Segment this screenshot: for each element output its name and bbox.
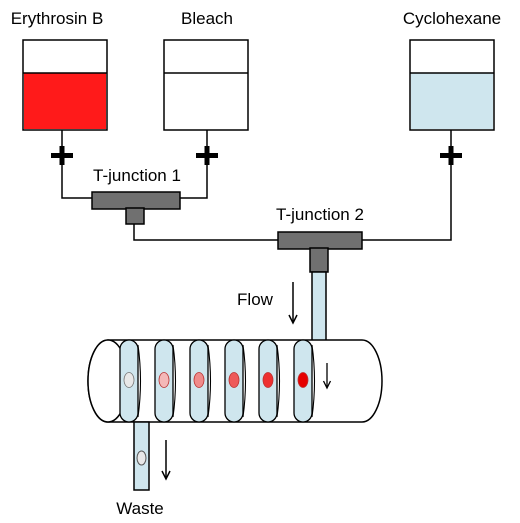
coil-tube-edge (311, 344, 316, 418)
reservoir-fill (165, 73, 247, 129)
coil-loop (293, 339, 316, 423)
line-tj1-to-tj2 (133, 210, 278, 241)
t-junction-2 (277, 231, 363, 273)
coil-loop (224, 339, 247, 423)
coil-loop (189, 339, 212, 423)
coil-loop (258, 339, 281, 423)
t-junction-stem (309, 247, 329, 273)
t-junction-2-label: T-junction 2 (276, 205, 364, 224)
droplet (123, 372, 135, 388)
line-cyclohexane-to-tj2 (362, 130, 452, 241)
inlet-tube (311, 271, 327, 343)
coil-loop (154, 339, 177, 423)
reservoir-fill (411, 73, 493, 129)
valve-icon (51, 146, 73, 165)
reservoir-label-erythrosin: Erythrosin B (11, 9, 104, 28)
coil-loop (119, 339, 142, 423)
coil-loops (119, 339, 316, 423)
reservoir-cyclohexane (409, 39, 495, 131)
waste-droplet (136, 450, 147, 466)
coil-tube-edge (207, 344, 212, 418)
coil-flow-arrow-icon (322, 363, 332, 390)
valve-icon (196, 146, 218, 165)
droplet (193, 372, 205, 388)
waste-arrow-icon (161, 440, 171, 481)
line-bleach-to-tj1 (180, 130, 208, 199)
line-erythrosin-to-tj1 (61, 130, 92, 199)
droplet (228, 372, 240, 388)
droplet (262, 372, 274, 388)
waste-label: Waste (116, 499, 164, 518)
t-junction-bar (91, 191, 181, 210)
coil-tube-edge (172, 344, 177, 418)
coil-tube-edge (242, 344, 247, 418)
valve-icon (440, 146, 462, 165)
reservoir-bleach (163, 39, 249, 131)
flow-label: Flow (237, 290, 274, 309)
coil-tube-edge (276, 344, 281, 418)
t-junction-1-label: T-junction 1 (93, 166, 181, 185)
droplet (297, 372, 309, 388)
t-junction-bar (277, 231, 363, 250)
reservoir-label-bleach: Bleach (181, 9, 233, 28)
coil-tube-edge (137, 344, 142, 418)
reservoir-fill (24, 73, 106, 129)
reservoir-erythrosin (22, 39, 108, 131)
t-junction-stem (125, 207, 145, 225)
connecting-lines (61, 130, 452, 241)
reservoir-label-cyclohexane: Cyclohexane (403, 9, 501, 28)
flow-arrow-icon (288, 282, 298, 325)
t-junction-1 (91, 191, 181, 225)
droplet (158, 372, 170, 388)
